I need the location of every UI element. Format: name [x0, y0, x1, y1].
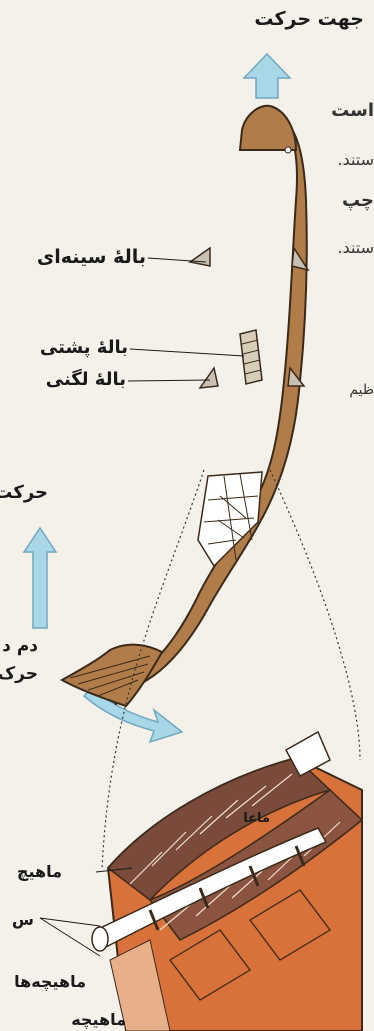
top-direction-arrow [244, 54, 290, 98]
label-muscles-lower: ماهیچه‌ها [14, 972, 86, 991]
label-backbone: س [12, 910, 34, 929]
side-text-line-2: ستند. [337, 150, 374, 169]
tail-fin [62, 645, 162, 706]
left-direction-arrow [24, 528, 56, 628]
side-text-line-5: ظیم [349, 382, 374, 398]
fish-body [108, 106, 307, 704]
label-dorsal-fin: بالۀ پشتی [40, 337, 128, 358]
label-muscle-inline: ماعا [243, 811, 270, 826]
label-bottom-partial: ماهیچه [71, 1010, 126, 1029]
side-text-line-3: چپ [342, 190, 374, 211]
dorsal-fin [240, 330, 262, 384]
label-pectoral-fin: بالۀ سینه‌ای [37, 246, 146, 268]
label-pelvic-fin: بالۀ لگنی [46, 369, 126, 390]
label-movement-direction-left: حرکت [0, 482, 48, 503]
muscle-block [108, 758, 362, 1031]
side-text-line-4: ستند. [337, 238, 374, 257]
pectoral-fins [190, 248, 308, 270]
label-tail-fin-line-2: حرک [0, 664, 38, 684]
label-muscles-upper: ماهیچ [17, 862, 62, 881]
side-text-line-1: است [331, 100, 374, 121]
label-tail-fin-line-1: دم د [2, 636, 38, 656]
label-movement-direction-top: جهت حرکت [254, 8, 364, 30]
